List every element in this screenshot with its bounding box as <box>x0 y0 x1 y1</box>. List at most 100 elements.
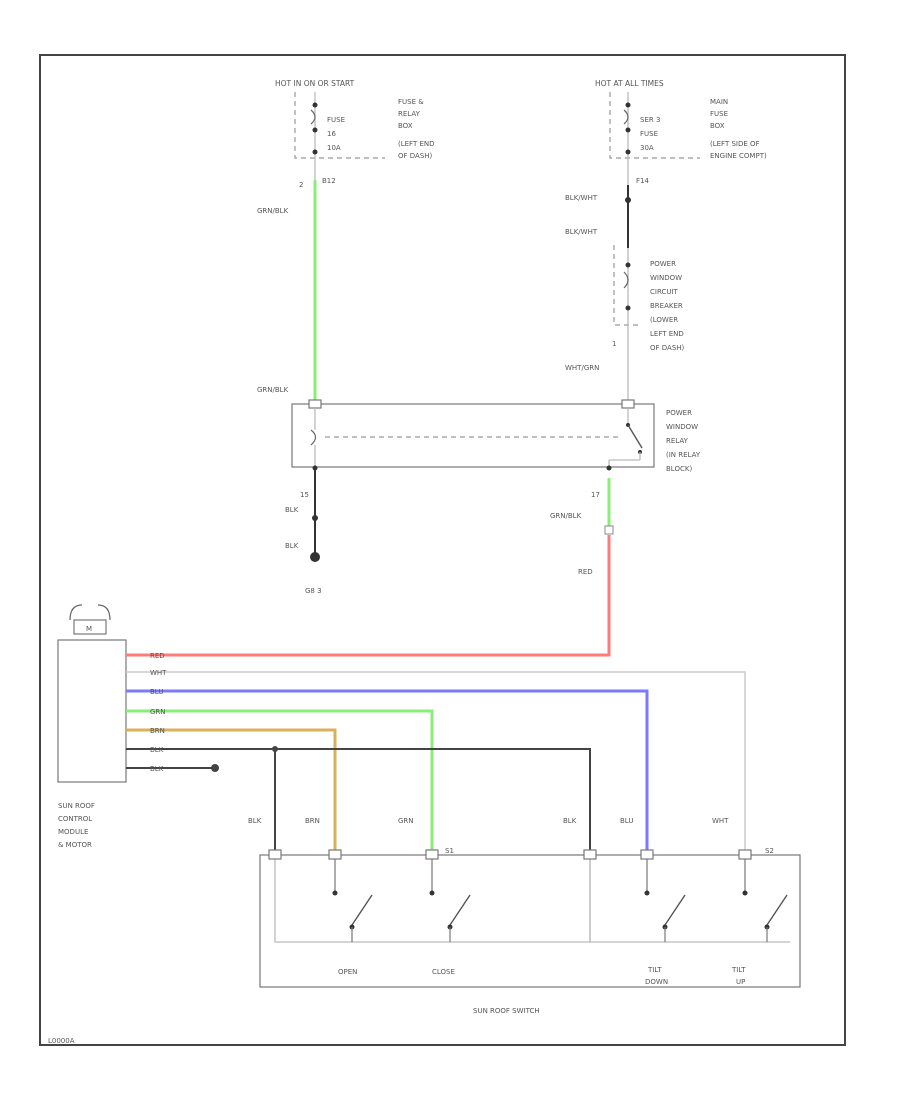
conn-s2-label: S2 <box>765 847 774 855</box>
sw-blu-label: BLU <box>620 817 633 825</box>
fuse-3 <box>623 92 631 185</box>
switch-contact-node <box>429 890 435 896</box>
switch-blade <box>449 894 471 926</box>
sw-brn-label: BRN <box>305 817 320 825</box>
harness-red-label: RED <box>150 652 165 660</box>
sw-grn-label: GRN <box>398 817 414 825</box>
ground-icon <box>310 552 320 562</box>
fuse-relay-box-line-5: OF DASH) <box>398 152 433 160</box>
sunroof-switch-outer <box>259 854 801 988</box>
conn-f14-label: F14 <box>636 177 649 185</box>
switch-left-bus <box>274 855 590 943</box>
cb-line-1: POWER <box>650 260 676 268</box>
diagram-frame <box>39 54 846 1046</box>
hot-run-start-label: HOT IN ON OR START <box>275 79 355 88</box>
module-ground-icon <box>211 764 219 772</box>
cb-line-2: WINDOW <box>650 274 682 282</box>
fuse-3-line-1: SER 3 <box>640 116 660 124</box>
switch-contact-node <box>644 890 650 896</box>
switch-label: SUN ROOF SWITCH <box>473 1007 540 1015</box>
cb-line-6: LEFT END <box>650 330 684 338</box>
harness-blk-1-label: BLK <box>150 746 164 754</box>
power-window-relay-box <box>291 403 655 468</box>
wire-blk-2-label: BLK <box>285 542 299 550</box>
pin-1-label: 1 <box>612 340 616 348</box>
fuse-relay-box-line-1: FUSE & <box>398 98 424 106</box>
cb-line-4: BREAKER <box>650 302 683 310</box>
switch-terminal <box>738 849 752 860</box>
switch-blade <box>351 894 373 926</box>
wire-brn <box>126 728 337 852</box>
relay-line-4: (IN RELAY <box>666 451 701 459</box>
main-fuse-box-line-3: BOX <box>710 122 725 130</box>
tilt-down-line-1: TILT <box>647 966 662 974</box>
cb-line-5: (LOWER <box>650 316 678 324</box>
sw-blk-1-label: BLK <box>248 817 262 825</box>
main-fuse-box-line-2: FUSE <box>710 110 728 118</box>
sunroof-control-module <box>57 639 127 783</box>
fuse-relay-box-line-2: RELAY <box>398 110 421 118</box>
relay-line-1: POWER <box>666 409 692 417</box>
harness-wht-label: WHT <box>150 669 167 677</box>
module-line-4: & MOTOR <box>58 841 92 849</box>
sw-blk-2-label: BLK <box>563 817 577 825</box>
switch-terminal <box>328 849 342 860</box>
fuse-3-line-3: 30A <box>640 144 654 152</box>
harness-grn-label: GRN <box>150 708 166 716</box>
switch-blade <box>664 894 686 926</box>
main-fuse-box-line-4: (LEFT SIDE OF <box>710 140 760 148</box>
switch-terminal <box>268 849 282 860</box>
fuse-relay-box-outline <box>294 92 385 159</box>
fuse-relay-box-line-4: (LEFT END <box>398 140 435 148</box>
wire-blk-1-label: BLK <box>285 506 299 514</box>
main-fuse-box-outline <box>609 92 700 159</box>
wire-grn-blk-3-label: GRN/BLK <box>550 512 582 520</box>
wire-blu <box>126 689 649 852</box>
connector-splice-icon <box>604 525 614 535</box>
relay-line-3: RELAY <box>666 437 689 445</box>
switch-terminal <box>425 849 439 860</box>
switch-right-bus <box>589 855 790 943</box>
switch-terminals <box>268 849 788 942</box>
tilt-up-line-1: TILT <box>731 966 746 974</box>
wire-red-vert-label: RED <box>578 568 593 576</box>
main-fuse-box-line-5: ENGINE COMPT) <box>710 152 767 160</box>
diagram-code: L0000A <box>48 1037 75 1045</box>
open-label: OPEN <box>338 968 357 976</box>
relay-line-2: WINDOW <box>666 423 698 431</box>
cb-line-7: OF DASH) <box>650 344 685 352</box>
wire-grn-blk-2-label: GRN/BLK <box>257 386 289 394</box>
pin-2-label: 2 <box>299 181 303 189</box>
wire-grn <box>126 709 434 852</box>
switch-terminal <box>640 849 654 860</box>
ground-label: G8 3 <box>305 587 322 595</box>
wire-blk-common <box>126 748 591 852</box>
switch-contact-node <box>742 890 748 896</box>
conn-b12-label: B12 <box>322 177 336 185</box>
fuse-16-line-1: FUSE <box>327 116 345 124</box>
main-fuse-box-line-1: MAIN <box>710 98 728 106</box>
harness-blu-label: BLU <box>150 688 163 696</box>
wire-wht <box>126 671 746 852</box>
wire-red <box>126 535 611 657</box>
fuse-relay-box-line-3: BOX <box>398 122 413 130</box>
switch-blade <box>766 894 788 926</box>
wire-wht-grn-label: WHT/GRN <box>565 364 599 372</box>
cb-line-3: CIRCUIT <box>650 288 679 296</box>
blk-splice-node <box>272 746 278 752</box>
tilt-up-line-2: UP <box>736 978 745 986</box>
tilt-down-line-2: DOWN <box>645 978 668 986</box>
harness-blk-2-label: BLK <box>150 765 164 773</box>
motor-icon <box>69 604 111 621</box>
harness-brn-label: BRN <box>150 727 165 735</box>
close-label: CLOSE <box>432 968 455 976</box>
motor-box <box>73 619 107 635</box>
fuse-16 <box>310 92 318 180</box>
pin-17-label: 17 <box>591 491 600 499</box>
wire-grn-blk-1-label: GRN/BLK <box>257 207 289 215</box>
fuse-16-line-2: 16 <box>327 130 336 138</box>
hot-at-all-times-label: HOT AT ALL TIMES <box>595 79 664 88</box>
module-line-2: CONTROL <box>58 815 92 823</box>
switch-contact-node <box>332 890 338 896</box>
